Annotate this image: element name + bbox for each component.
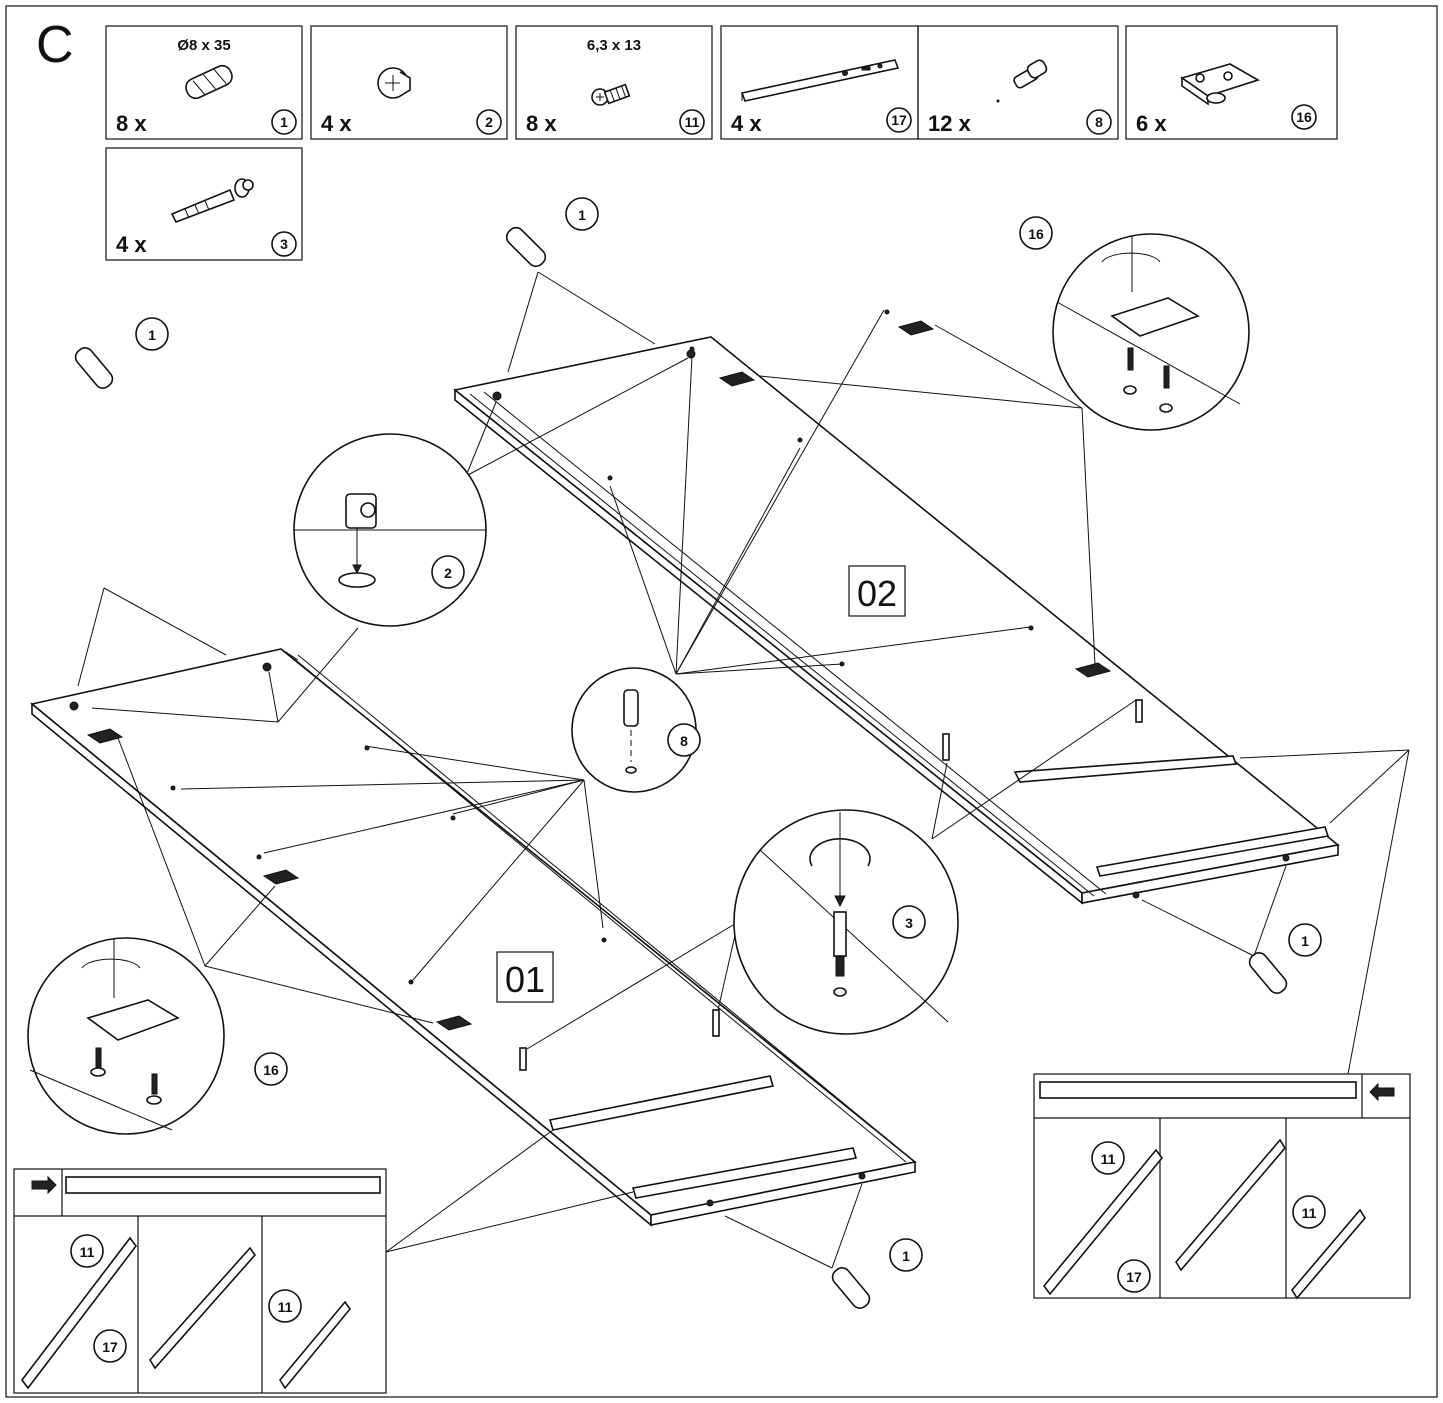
callout-number: 8: [680, 733, 688, 749]
callout-number: 11: [278, 1299, 293, 1315]
callout-number: 16: [1028, 226, 1044, 242]
parts-legend: Ø8 x 35 8 x 1 4 x 2 6,3 x 13: [105, 25, 1338, 261]
runner-inset-right: [1033, 1073, 1411, 1300]
panel-02: 02: [453, 309, 1340, 905]
part-qty: 4 x: [116, 232, 147, 257]
detail-pin: [571, 667, 697, 793]
part-number-badge: [476, 109, 502, 135]
callout-number: 3: [905, 915, 913, 931]
callout-number: 1: [148, 327, 156, 343]
part-number: 2: [485, 114, 493, 130]
part-number-badge: [679, 109, 705, 135]
hinge-plate: [718, 320, 1112, 678]
page-frame: [5, 5, 1438, 1398]
part-qty: 4 x: [731, 111, 762, 136]
part-box-3: [515, 25, 713, 140]
part-number: 8: [1095, 114, 1103, 130]
drawer-runner: [1013, 755, 1238, 783]
part-qty: 6 x: [1136, 111, 1167, 136]
panel-label: 02: [857, 573, 897, 614]
drawer-runner: [548, 1075, 775, 1131]
part-qty: 8 x: [526, 111, 557, 136]
part-number: 3: [280, 236, 288, 252]
panel-label-box: [848, 565, 906, 617]
callout-number: 11: [1302, 1205, 1317, 1221]
part-number-badge: [886, 107, 912, 133]
drawer-runner: [631, 1147, 858, 1199]
callout-number: 2: [444, 565, 452, 581]
dowel-icon: [185, 64, 233, 100]
detail-hinge-right: [1052, 233, 1250, 431]
part-number-badge: [271, 231, 297, 257]
part-box-6: [1125, 25, 1338, 140]
callout-number: 1: [578, 207, 586, 223]
dowel-icon: [74, 226, 1288, 1309]
step-label: C: [36, 16, 74, 74]
drawer-runner-icon: [740, 59, 900, 102]
cam-bolt-icon: [170, 178, 254, 224]
part-number-badge: [1086, 109, 1112, 135]
hinge-plate-icon: [1180, 63, 1260, 106]
part-qty: 12 x: [928, 111, 972, 136]
leader-lines: [77, 271, 1410, 1269]
part-box-2: [310, 25, 508, 140]
detail-cam: [293, 433, 487, 627]
part-number: 1: [280, 114, 288, 130]
part-qty: 4 x: [321, 111, 352, 136]
part-spec: Ø8 x 35: [177, 37, 230, 54]
hinge-plate: [86, 728, 473, 1031]
cam-lock-icon: [345, 493, 377, 529]
callout-number: 16: [263, 1062, 279, 1078]
runner-inset-left: [13, 1168, 387, 1394]
drawer-runner: [1095, 826, 1330, 877]
callout-badges: 1 1 1 1 2 3 8 16 16 11 11 17 11 11 17: [70, 197, 1326, 1363]
callout-number: 17: [1126, 1269, 1142, 1285]
panel-label: 01: [505, 959, 545, 1000]
cam-lock-icon: [377, 67, 411, 99]
part-qty: 8 x: [116, 111, 147, 136]
callout-number: 11: [1101, 1151, 1116, 1167]
callout-number: 11: [80, 1244, 95, 1260]
part-spec: 6,3 x 13: [587, 37, 641, 54]
panel-label-box: [496, 951, 554, 1003]
part-number-badge: [1291, 104, 1317, 130]
part-number: 11: [685, 114, 700, 130]
part-box-5: [917, 25, 1119, 140]
part-box-7: [105, 147, 303, 261]
callout-number: 1: [1301, 933, 1309, 949]
part-number: 17: [891, 112, 907, 128]
shelf-pin-icon: [996, 59, 1048, 103]
screw-icon: [591, 83, 631, 106]
part-number-badge: [271, 109, 297, 135]
detail-bolt: [733, 809, 959, 1035]
detail-hinge-left: [27, 937, 225, 1135]
callout-number: 1: [902, 1248, 910, 1264]
callout-number: 17: [102, 1339, 118, 1355]
part-number: 16: [1296, 109, 1312, 125]
panel-01: 01: [30, 648, 917, 1227]
part-box-1: [105, 25, 303, 140]
